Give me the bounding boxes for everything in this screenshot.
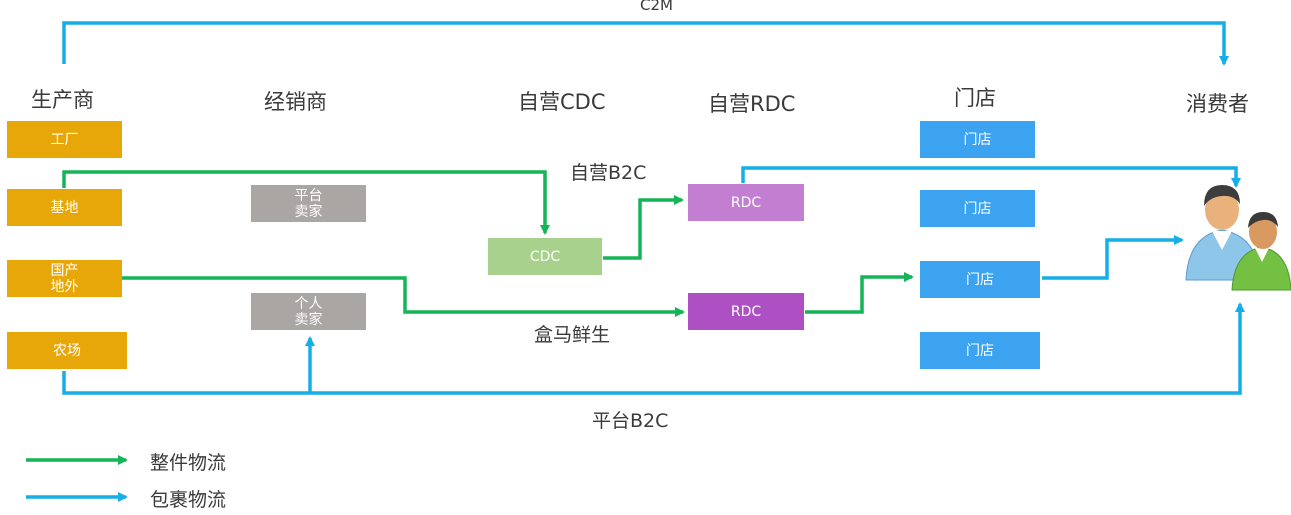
farm-to-consumer-line: [62, 302, 1245, 395]
self-b2c-label: 自营B2C: [570, 162, 647, 184]
store-to-consumer-line: [1042, 235, 1184, 280]
header-consumer: 消费者: [1186, 92, 1249, 116]
rdc-top-box: RDC: [688, 184, 804, 221]
header-store: 门店: [954, 86, 996, 110]
legend-parcel-logistics: 包裹物流: [150, 489, 227, 511]
c2m-label: C2M: [640, 0, 673, 14]
header-self-rdc: 自营RDC: [708, 92, 796, 116]
header-distributor: 经销商: [264, 90, 327, 114]
rdc-bottom-box: RDC: [688, 293, 804, 330]
producer-base: 基地: [7, 189, 122, 226]
cdc-to-rdc-line: [603, 195, 684, 260]
store-box-3: 门店: [920, 261, 1040, 298]
producer-farm: 农场: [7, 332, 127, 369]
platform-seller-box: 平台 卖家: [251, 185, 366, 222]
platform-b2c-label: 平台B2C: [592, 410, 669, 432]
producer-factory: 工厂: [7, 121, 122, 158]
store-box-4: 门店: [920, 332, 1040, 369]
store-box-2: 门店: [920, 190, 1035, 227]
base-to-cdc-line: [62, 170, 550, 235]
cdc-box: CDC: [488, 238, 602, 275]
individual-seller-box: 个人 卖家: [251, 293, 366, 330]
producer-domestic-foreign: 国产 地外: [7, 260, 122, 297]
c2m-flow-line: [62, 21, 1229, 66]
legend-whole-logistics: 整件物流: [150, 452, 227, 474]
header-producer: 生产商: [31, 88, 94, 112]
header-self-cdc: 自营CDC: [518, 90, 606, 114]
rdc-to-consumer-line: [741, 166, 1241, 188]
two-people-icon: [1185, 185, 1291, 291]
domestic-to-rdc-line: [121, 276, 685, 317]
hema-label: 盒马鲜生: [534, 324, 611, 346]
rdc-to-store-line: [805, 272, 914, 314]
store-box-1: 门店: [920, 121, 1035, 158]
